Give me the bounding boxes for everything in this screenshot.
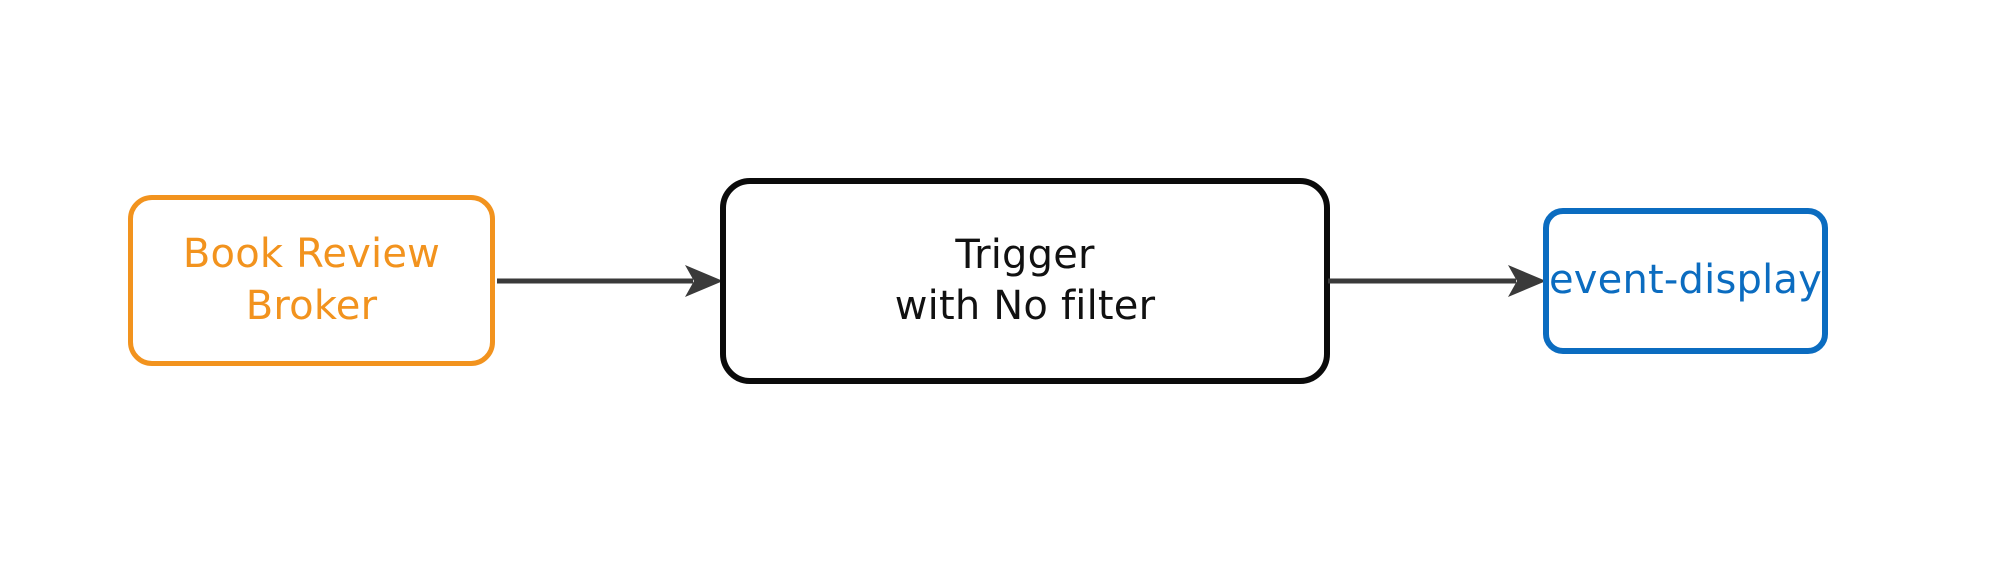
arrow-broker-to-trigger <box>497 265 723 297</box>
node-book-review-broker[interactable]: Book Review Broker <box>128 195 495 366</box>
node-event-display-label: event-display <box>1549 257 1822 304</box>
node-broker-label: Book Review Broker <box>182 231 441 329</box>
node-trigger-with-no-filter[interactable]: Trigger with No filter <box>720 178 1330 384</box>
arrow-trigger-to-event-display <box>1328 265 1546 297</box>
node-event-display[interactable]: event-display <box>1543 208 1828 354</box>
arrowhead-icon <box>685 265 723 297</box>
node-trigger-label: Trigger with No filter <box>894 231 1156 329</box>
arrowhead-icon <box>1508 265 1546 297</box>
